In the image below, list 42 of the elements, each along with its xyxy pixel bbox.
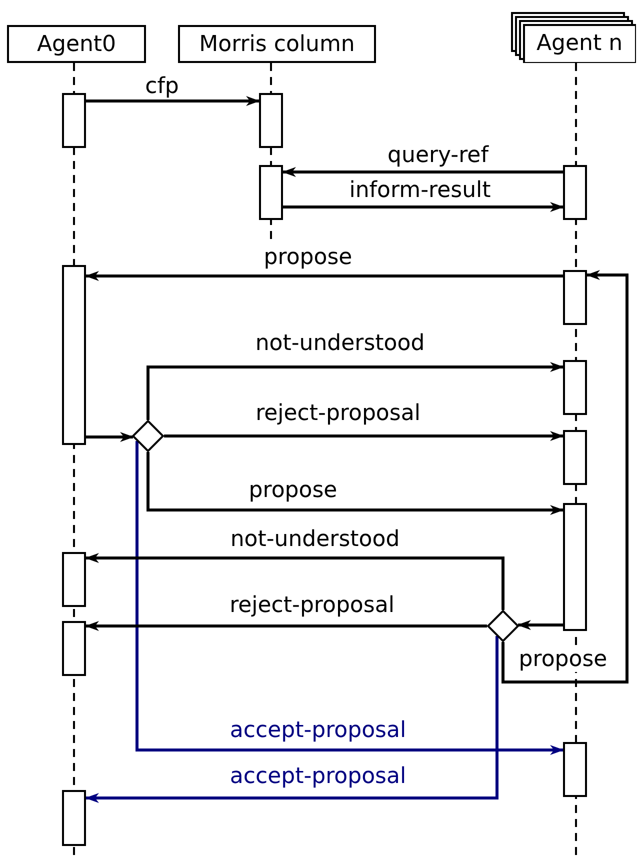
arrow xyxy=(85,271,563,281)
activation-bar xyxy=(62,621,86,676)
arrow xyxy=(517,620,563,630)
arrow xyxy=(86,96,260,106)
edge-label: reject-proposal xyxy=(254,402,422,426)
activation-bar xyxy=(62,93,86,148)
activation-bar xyxy=(62,552,86,607)
edge-label: propose xyxy=(518,648,608,672)
activation-bar xyxy=(563,270,587,325)
participant-box xyxy=(178,25,376,63)
activation-bar xyxy=(563,165,587,220)
participant-name: Agent n xyxy=(535,30,624,58)
participant-name: Agent0 xyxy=(36,32,116,56)
arrow xyxy=(282,167,563,177)
arrow xyxy=(283,202,564,212)
arrow xyxy=(146,362,564,420)
decision-diamond xyxy=(487,610,519,642)
edge-label: query-ref xyxy=(386,144,490,168)
edge-label: accept-proposal xyxy=(228,765,408,789)
participant-name: Morris column xyxy=(199,32,355,56)
activation-bar xyxy=(563,742,587,797)
arrow xyxy=(85,553,504,610)
activation-bar xyxy=(62,790,86,846)
arrow xyxy=(85,621,487,631)
arrow xyxy=(86,432,134,442)
edge-label: reject-proposal xyxy=(228,594,396,618)
edge-label: accept-proposal xyxy=(228,719,408,743)
activation-bar xyxy=(563,360,587,415)
activation-bar xyxy=(62,265,86,445)
decision-diamond xyxy=(132,420,164,452)
activation-bar xyxy=(563,503,587,631)
stacked-participant-box xyxy=(511,12,636,63)
arrow xyxy=(164,431,564,441)
activation-bar xyxy=(563,430,587,485)
participant-box xyxy=(7,25,146,63)
activation-bar xyxy=(259,93,283,148)
arrow xyxy=(136,441,564,755)
arrow xyxy=(502,270,628,684)
arrow xyxy=(146,452,564,515)
edge-label: cfp xyxy=(144,75,180,99)
arrow xyxy=(85,636,498,803)
activation-bar xyxy=(259,165,283,220)
